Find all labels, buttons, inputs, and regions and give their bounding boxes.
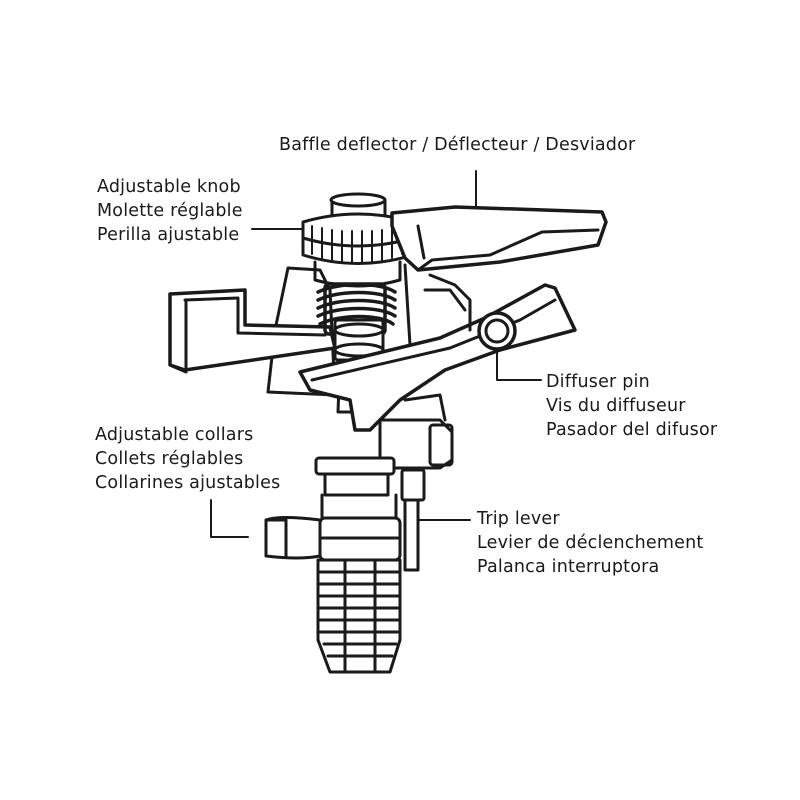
label-adjustable-collars: Adjustable collars Collets réglables Col… — [95, 423, 280, 495]
label-baffle-deflector: Baffle deflector / Déflecteur / Desviado… — [279, 133, 635, 157]
weight-arm — [168, 288, 337, 374]
label-collars-es: Collarines ajustables — [95, 473, 281, 493]
label-trip-fr: Levier de déclenchement — [477, 533, 704, 553]
label-adjustable-knob: Adjustable knob Molette réglable Perilla… — [97, 175, 243, 247]
label-diffuser-es: Pasador del difusor — [546, 420, 718, 440]
adjustable-collars — [264, 456, 402, 562]
baffle-deflector — [390, 205, 608, 272]
label-trip-lever: Trip lever Levier de déclenchement Palan… — [477, 507, 703, 579]
label-diffuser-fr: Vis du diffuseur — [546, 396, 686, 416]
label-knob-es: Perilla ajustable — [97, 225, 240, 245]
label-trip-es: Palanca interruptora — [477, 557, 660, 577]
trip-lever — [378, 393, 454, 572]
label-trip-en: Trip lever — [477, 509, 560, 529]
label-knob-fr: Molette réglable — [97, 201, 243, 221]
label-collars-fr: Collets réglables — [95, 449, 244, 469]
leader-diffuser — [496, 344, 542, 381]
label-knob-en: Adjustable knob — [97, 177, 241, 197]
adjustable-knob — [301, 192, 415, 288]
label-diffuser-pin: Diffuser pin Vis du diffuseur Pasador de… — [546, 370, 717, 442]
label-collars-en: Adjustable collars — [95, 425, 254, 445]
leader-collars — [210, 499, 249, 538]
label-diffuser-en: Diffuser pin — [546, 372, 650, 392]
diffuser-pin — [477, 311, 517, 351]
label-baffle-line: Baffle deflector / Déflecteur / Desviado… — [279, 135, 636, 155]
threaded-base — [316, 558, 402, 674]
